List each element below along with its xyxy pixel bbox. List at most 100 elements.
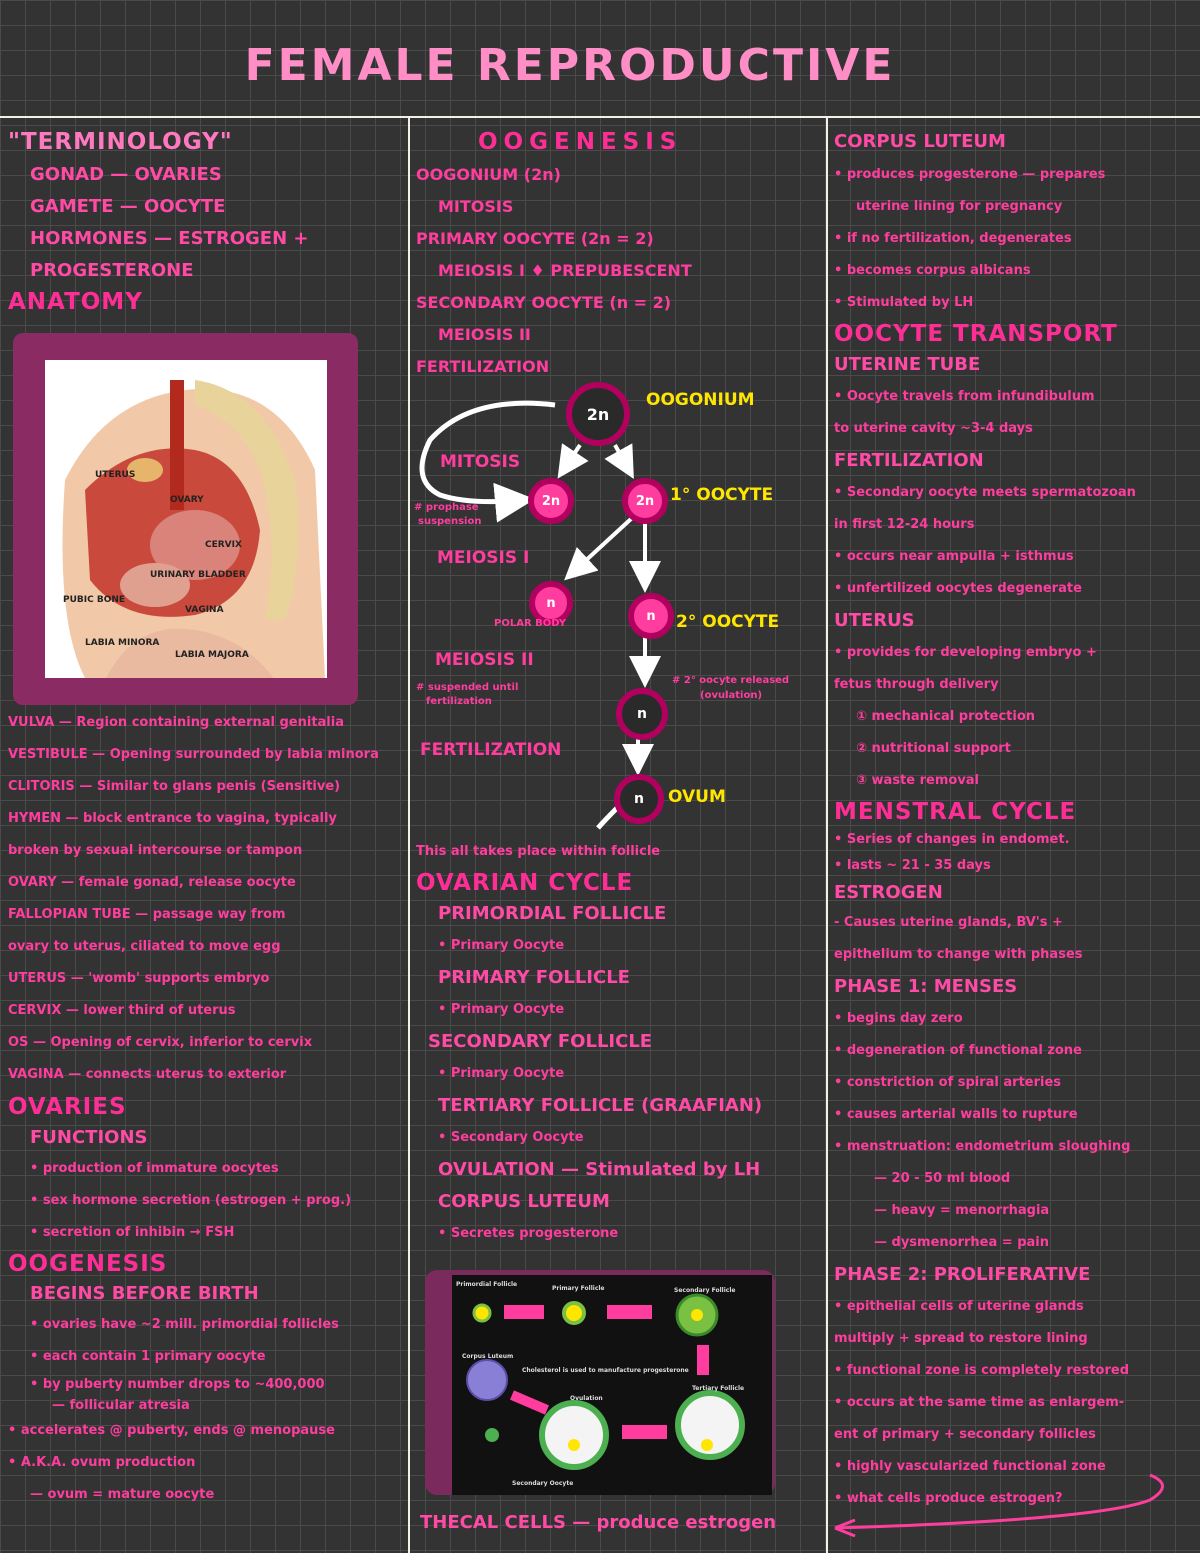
- pelvis-illustration: [62, 380, 325, 680]
- corpus-luteum-heading-mid: CORPUS LUTEUM: [438, 1191, 610, 1212]
- phase2-line: • functional zone is completely restored: [834, 1363, 1130, 1378]
- cycle-image-label: Ovulation: [570, 1395, 603, 1402]
- cycle-stage-heading: SECONDARY FOLLICLE: [428, 1031, 653, 1052]
- definition-line: VULVA — Region containing external genit…: [8, 715, 344, 730]
- function-line: • sex hormone secretion (estrogen + prog…: [30, 1193, 352, 1208]
- definition-line: UTERUS — 'womb' supports embryo: [8, 971, 270, 986]
- mens-line: • Series of changes in endomet.: [834, 832, 1070, 847]
- anatomy-label: UTERUS: [95, 470, 136, 480]
- cycle-image-label: Primary Follicle: [552, 1285, 605, 1292]
- anatomy-label: URINARY BLADDER: [150, 570, 246, 580]
- oogenesis-step: PRIMARY OOCYTE (2n = 2): [416, 229, 654, 248]
- daughter-cell: 2n: [528, 478, 574, 524]
- phase1-sub-line: — heavy = menorrhagia: [874, 1203, 1050, 1218]
- terminology-heading: "TERMINOLOGY": [8, 129, 233, 155]
- anatomy-heading: ANATOMY: [8, 289, 143, 315]
- corpus-line: • if no fertilization, degenerates: [834, 231, 1072, 246]
- definition-line: CLITORIS — Similar to glans penis (Sensi…: [8, 779, 341, 794]
- primary-oocyte-cell: 2n: [622, 478, 668, 524]
- definition-line: broken by sexual intercourse or tampon: [8, 843, 303, 858]
- column-corpus-luteum: CORPUS LUTEUM • produces progesterone — …: [834, 125, 1194, 1515]
- ovulation-note: (ovulation): [700, 690, 763, 701]
- fert-line: • Secondary oocyte meets spermatozoan: [834, 485, 1136, 500]
- anatomy-image: UTERUS OVARY URINARY BLADDER PUBIC BONE …: [45, 360, 327, 680]
- page-title: FEMALE REPRODUCTIVE: [244, 40, 896, 91]
- oogenesis-extra: • A.K.A. ovum production: [8, 1455, 196, 1470]
- term-line: GAMETE — OOCYTE: [30, 196, 226, 217]
- oogenesis-line: • by puberty number drops to ~400,000: [30, 1377, 325, 1392]
- anatomy-label: LABIA MAJORA: [175, 650, 249, 660]
- meiosis1-label: MEIOSIS I: [437, 548, 530, 568]
- ovarian-cycle-image: Primordial Follicle Primary Follicle Sec…: [452, 1275, 772, 1495]
- phase1-sub-line: — 20 - 50 ml blood: [874, 1171, 1011, 1186]
- begins-heading: BEGINS BEFORE BIRTH: [30, 1283, 259, 1304]
- uterine-tube-heading: UTERINE TUBE: [834, 354, 981, 375]
- fert-line: • occurs near ampulla + isthmus: [834, 549, 1074, 564]
- fertilized-cell: n: [616, 688, 668, 740]
- oogonium-label: OOGONIUM: [646, 390, 755, 410]
- column-definitions: VULVA — Region containing external genit…: [8, 707, 403, 1511]
- uterus-line: ② nutritional support: [856, 741, 1011, 756]
- definition-line: OVARY — female gonad, release oocyte: [8, 875, 296, 890]
- cycle-stage-heading: TERTIARY FOLLICLE (GRAAFIAN): [438, 1095, 763, 1116]
- phase1-sub-line: — dysmenorrhea = pain: [874, 1235, 1049, 1250]
- menstral-cycle-heading: MENSTRAL CYCLE: [834, 799, 1077, 825]
- cycle-image-label: Secondary Follicle: [674, 1287, 736, 1294]
- cycle-stage-detail: • Primary Oocyte: [438, 1002, 565, 1017]
- term-line: HORMONES — ESTROGEN +: [30, 228, 309, 249]
- estrogen-heading: ESTROGEN: [834, 882, 943, 903]
- corpus-line: • becomes corpus albicans: [834, 263, 1031, 278]
- uterus-line: • provides for developing embryo +: [834, 645, 1097, 660]
- uterus-line: fetus through delivery: [834, 677, 999, 692]
- oogonium-cell: 2n: [566, 382, 630, 446]
- thecal-cells-line: THECAL CELLS — produce estrogen: [420, 1512, 777, 1533]
- phase1-heading: PHASE 1: MENSES: [834, 976, 1018, 997]
- anatomy-label: VAGINA: [185, 605, 224, 615]
- term-line: PROGESTERONE: [30, 260, 194, 281]
- cycle-stage-detail: • Primary Oocyte: [438, 1066, 565, 1081]
- oogenesis-step: MITOSIS: [438, 197, 514, 216]
- corpus-line: uterine lining for pregnancy: [856, 199, 1063, 214]
- fertilization-heading: FERTILIZATION: [834, 450, 984, 471]
- estrogen-line: - Causes uterine glands, BV's +: [834, 915, 1063, 930]
- cycle-image-label: Primordial Follicle: [456, 1281, 518, 1288]
- phase2-line: • what cells produce estrogen?: [834, 1491, 1063, 1506]
- function-line: • secretion of inhibin → FSH: [30, 1225, 235, 1240]
- definition-line: CERVIX — lower third of uterus: [8, 1003, 236, 1018]
- definition-line: VAGINA — connects uterus to exterior: [8, 1067, 287, 1082]
- phase2-line: multiply + spread to restore lining: [834, 1331, 1088, 1346]
- column-terminology: "TERMINOLOGY" GONAD — OVARIES GAMETE — O…: [8, 125, 403, 317]
- oogenesis-step: SECONDARY OOCYTE (n = 2): [416, 293, 672, 312]
- phase1-line: • begins day zero: [834, 1011, 963, 1026]
- column-divider-1: [408, 118, 410, 1553]
- term-line: GONAD — OVARIES: [30, 164, 222, 185]
- definition-line: VESTIBULE — Opening surrounded by labia …: [8, 747, 379, 762]
- ovarian-cycle-heading: OVARIAN CYCLE: [416, 870, 634, 896]
- definition-line: HYMEN — block entrance to vagina, typica…: [8, 811, 337, 826]
- phase1-line: • constriction of spiral arteries: [834, 1075, 1062, 1090]
- column-ovarian-cycle: This all takes place within follicle OVA…: [416, 836, 821, 1250]
- oogenesis-list: • ovaries have ~2 mill. primordial folli…: [8, 1309, 403, 1415]
- top-divider: [0, 116, 1200, 118]
- cycle-stage-detail: • Secondary Oocyte: [438, 1130, 584, 1145]
- follicle-note: This all takes place within follicle: [416, 844, 661, 859]
- oogenesis-step: OOGONIUM (2n): [416, 165, 561, 184]
- estrogen-line: epithelium to change with phases: [834, 947, 1083, 962]
- oogenesis-step: MEIOSIS II: [438, 325, 531, 344]
- anatomy-label: LABIA MINORA: [85, 638, 160, 648]
- oogenesis-heading: OOGENESIS: [478, 129, 683, 155]
- corpus-luteum-detail: • Secretes progesterone: [438, 1226, 619, 1241]
- polar-body-cell: n: [529, 581, 573, 625]
- suspended-note: # suspended until: [416, 682, 519, 693]
- phase1-line: • causes arterial walls to rupture: [834, 1107, 1078, 1122]
- oogenesis-heading-left: OOGENESIS: [8, 1251, 168, 1277]
- oogenesis-step: MEIOSIS I ♦ PREPUBESCENT: [438, 261, 692, 280]
- cycle-stage-heading: PRIMARY FOLLICLE: [438, 967, 630, 988]
- phase2-heading: PHASE 2: PROLIFERATIVE: [834, 1264, 1091, 1285]
- functions-heading: FUNCTIONS: [30, 1127, 148, 1148]
- tube-line: • Oocyte travels from infundibulum: [834, 389, 1095, 404]
- cycle-image-label: Cholesterol is used to manufacture proge…: [522, 1367, 689, 1374]
- phase2-line: • occurs at the same time as enlargem-: [834, 1395, 1125, 1410]
- phase2-line: • highly vascularized functional zone: [834, 1459, 1106, 1474]
